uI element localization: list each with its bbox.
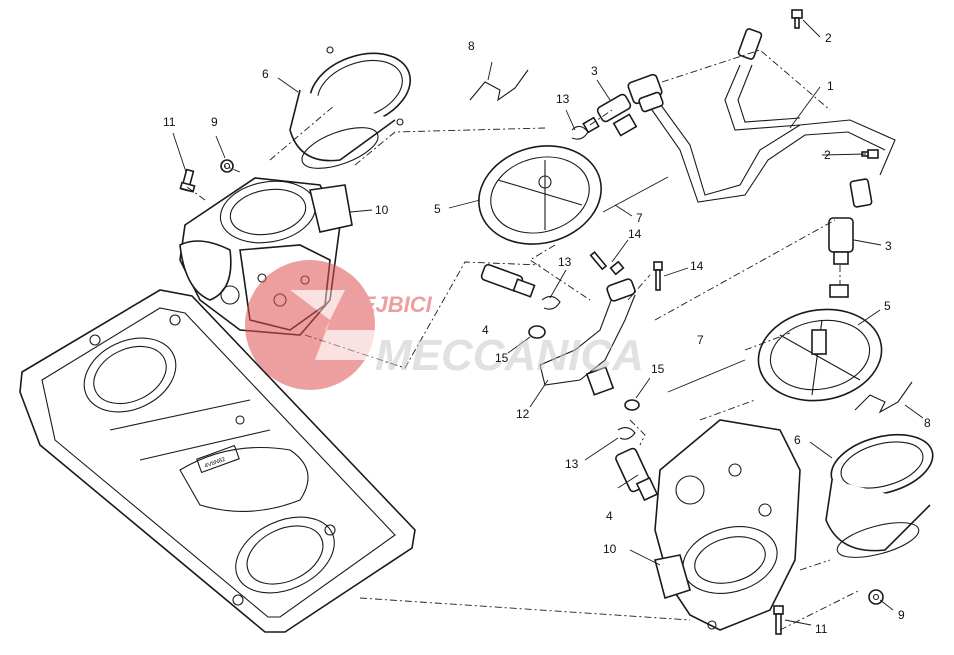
callout-13-middle: 13 (558, 255, 572, 269)
right-injector-3 (828, 217, 854, 298)
callout-14-b: 14 (690, 259, 704, 273)
watermark-disc (245, 260, 375, 390)
screw-2-top (791, 9, 803, 29)
callout-2-middle: 2 (824, 148, 831, 162)
callout-12: 12 (516, 407, 530, 421)
callout-14-a: 14 (628, 227, 642, 241)
callout-7-lower: 7 (697, 333, 704, 347)
callout-10-left: 10 (375, 203, 389, 217)
callout-8-upper: 8 (468, 39, 475, 53)
callout-11-right: 11 (815, 622, 828, 636)
left-screw-11 (179, 168, 196, 193)
callout-11-left: 11 (163, 115, 176, 129)
screw-14-b (653, 261, 663, 291)
right-washer-9 (868, 589, 884, 605)
airbox-base-plate: 4V6N82 (19, 289, 416, 633)
right-throttle-body (654, 419, 801, 631)
injector-4-upper (480, 263, 536, 298)
callout-labels: 1 2 2 3 3 4 4 5 5 6 6 7 7 8 8 9 9 10 10 … (163, 31, 931, 636)
watermark-line2: MECCANICA (375, 331, 644, 380)
upper-clip-13 (571, 125, 589, 140)
callout-6-right: 6 (794, 433, 801, 447)
callout-1: 1 (827, 79, 834, 93)
upper-spring-clip-8 (469, 69, 529, 102)
callout-13-upper: 13 (556, 92, 570, 106)
right-intake-funnel (825, 433, 934, 558)
callout-15-middle: 15 (495, 351, 509, 365)
watermark: REJBICI MECCANICA (245, 260, 644, 390)
seal-15-right (624, 399, 640, 411)
seal-15-middle (528, 325, 546, 339)
callout-7-upper: 7 (636, 211, 643, 225)
leader-lines (172, 19, 924, 626)
callout-5-upper: 5 (434, 202, 441, 216)
callout-10-right: 10 (603, 542, 617, 556)
callout-6-left: 6 (262, 67, 269, 81)
right-screw-11 (773, 605, 784, 635)
right-bracket-5 (757, 308, 883, 402)
clip-13-middle (541, 295, 561, 310)
callout-8-right: 8 (924, 416, 931, 430)
left-washer-9 (220, 159, 234, 173)
callout-3-right: 3 (885, 239, 892, 253)
callout-3-upper: 3 (591, 64, 598, 78)
right-spring-clip-8 (854, 381, 913, 414)
callout-15-right: 15 (651, 362, 665, 376)
lower-rod-7 (667, 359, 746, 393)
upper-bracket-5 (478, 145, 602, 245)
assembly-lines (186, 49, 861, 631)
left-intake-funnel (289, 46, 412, 169)
screw-14-a (589, 251, 625, 276)
callout-4-middle: 4 (482, 323, 489, 337)
callout-4-lower: 4 (606, 509, 613, 523)
callout-2-top: 2 (825, 31, 832, 45)
watermark-line1: REJBICI (345, 292, 433, 317)
fuel-hose-1 (627, 28, 896, 208)
callout-5-right: 5 (884, 299, 891, 313)
clip-13-lower (617, 427, 636, 440)
callout-9-left: 9 (211, 115, 218, 129)
callout-9-right: 9 (898, 608, 905, 622)
callout-13-lower: 13 (565, 457, 579, 471)
injector-4-lower (615, 447, 659, 502)
upper-rod-7 (602, 176, 669, 213)
